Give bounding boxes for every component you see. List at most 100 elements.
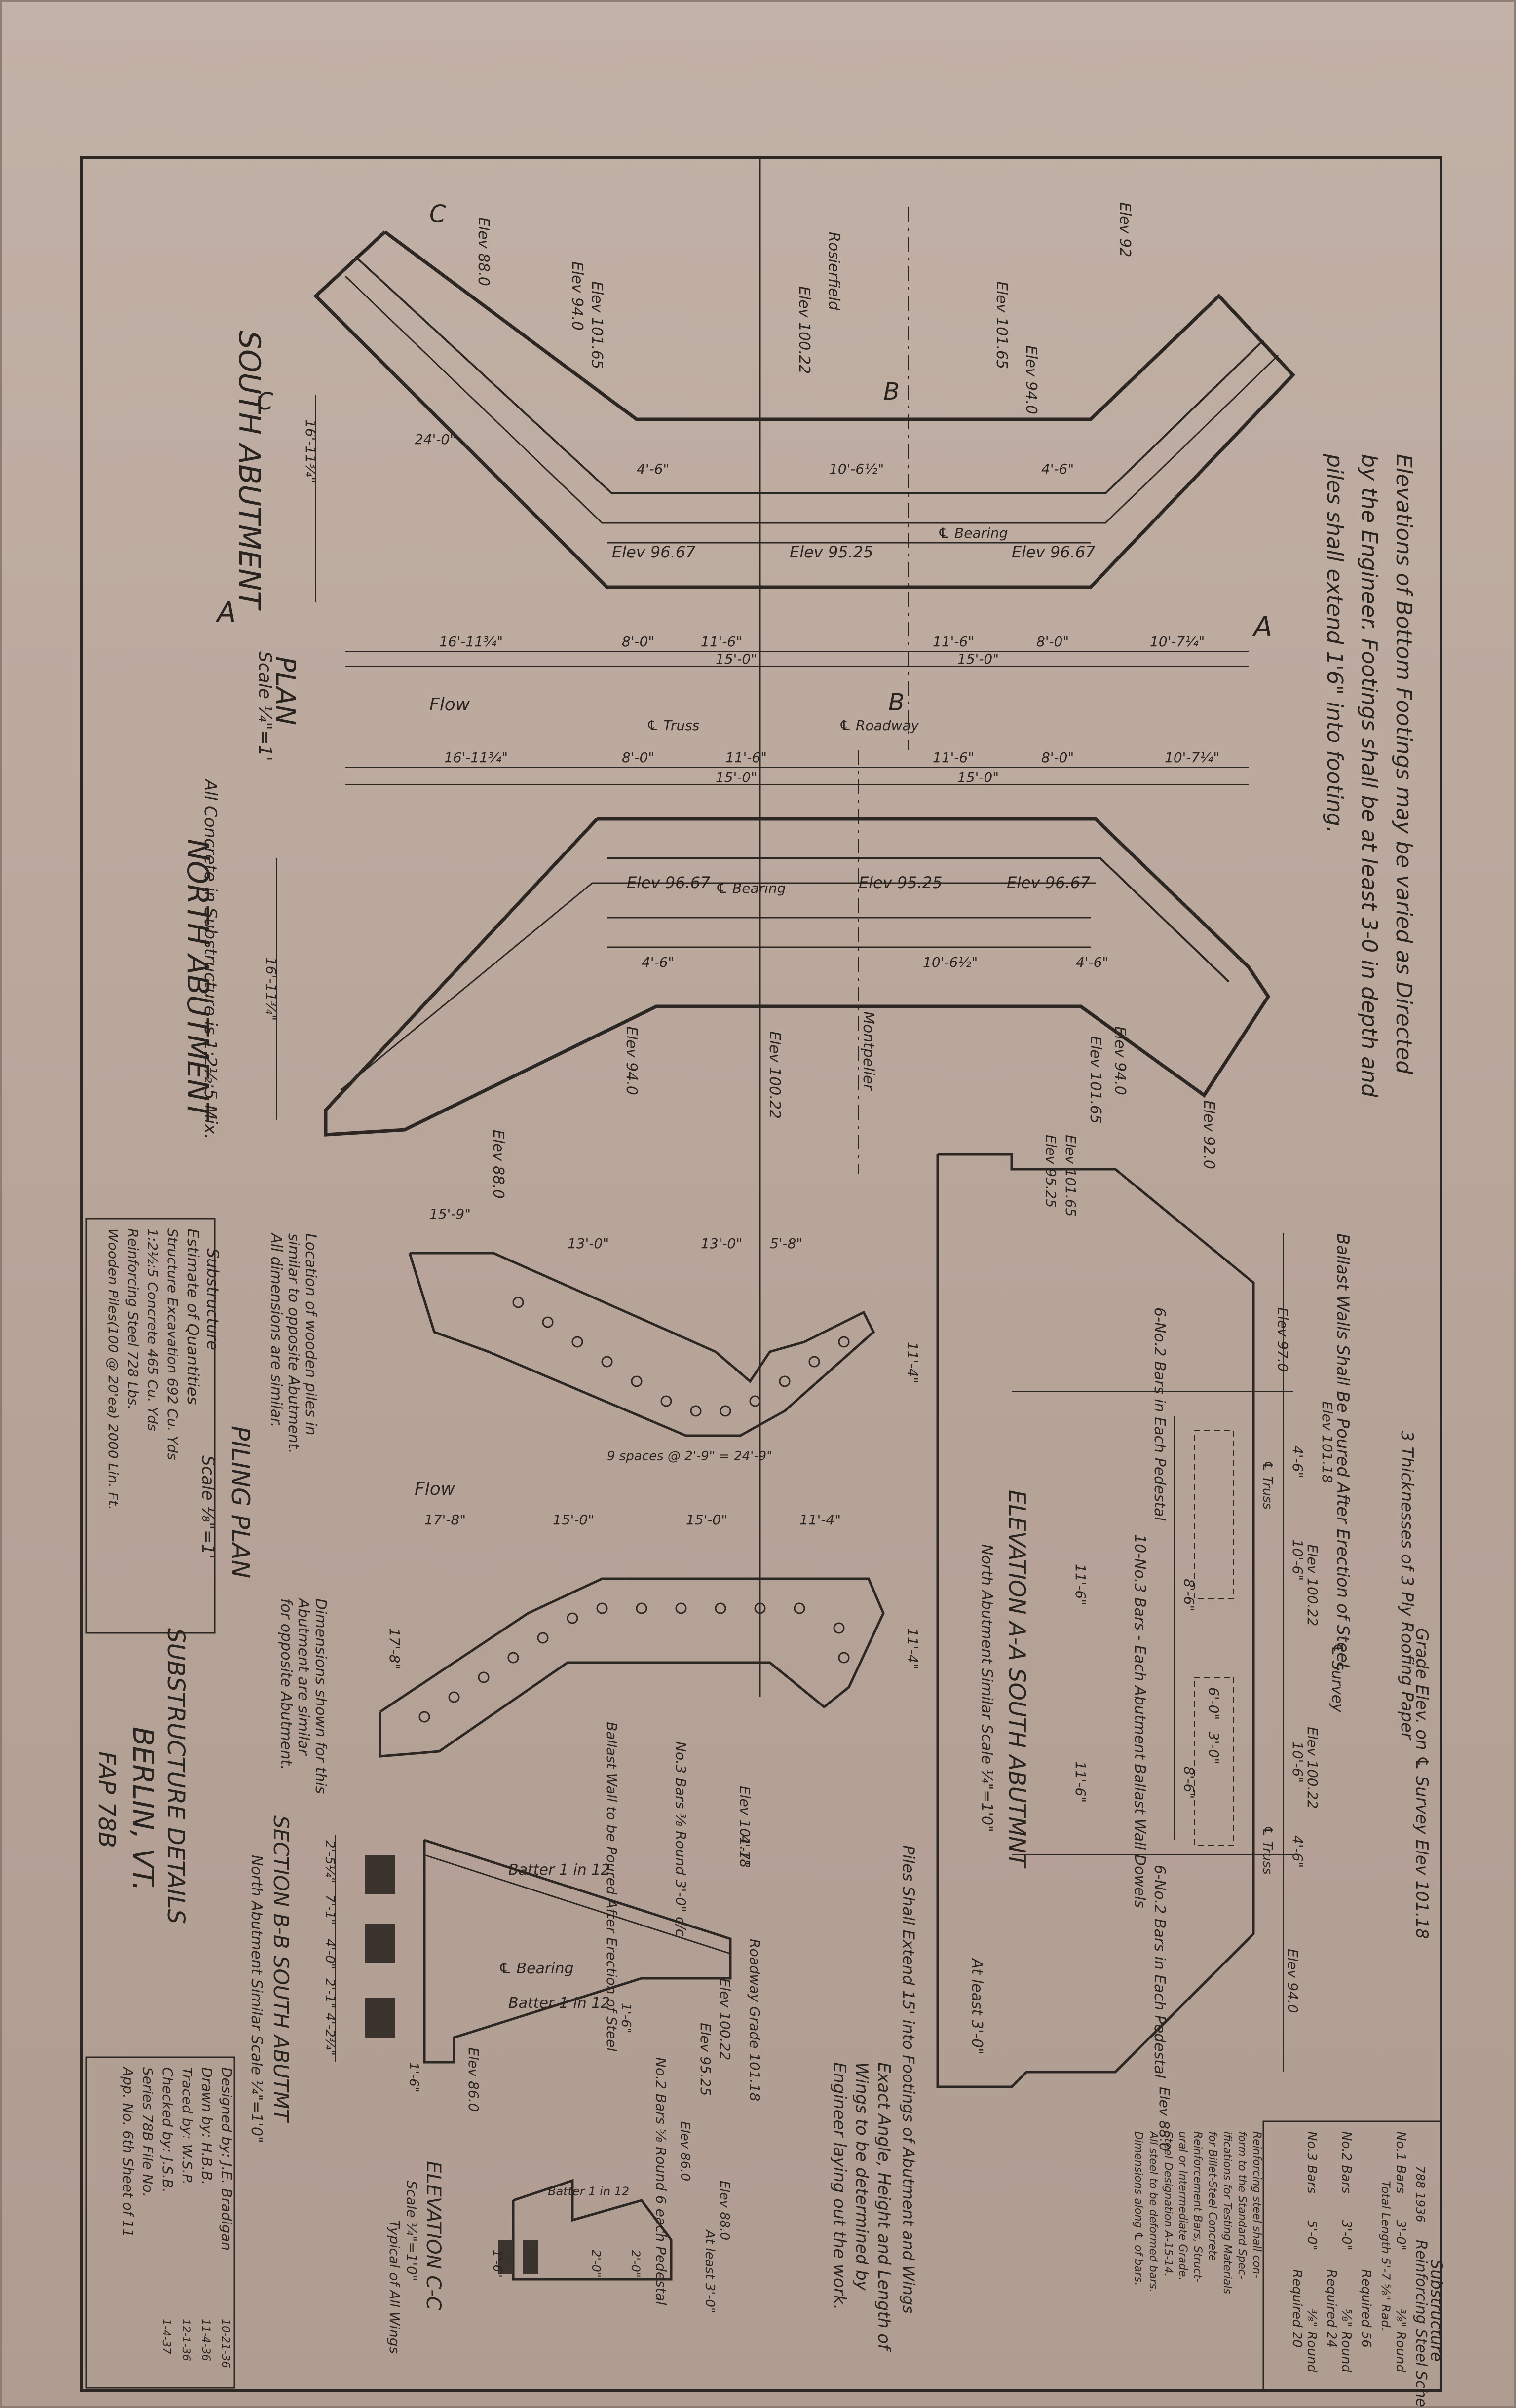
south-dim-4: 8'-0" [1036,633,1069,650]
south-abutment-title: SOUTH ABUTMENT [232,331,266,611]
piling-dim-1: 15'-0" [553,1512,594,1528]
elevation-cc-note: Typical of All Wings [386,2220,403,2354]
piling-plan-lower-outline [379,1577,885,1758]
pile-marker [567,1612,578,1624]
footing-note-line1: Elevations of Bottom Footings may be var… [1391,454,1416,1074]
elevation-aa-subtitle: North Abutment Similar Scale ¼"=1'0" [978,1544,995,1832]
elevation-cc-pile [523,2240,538,2274]
steel-heading-1: Substructure [1427,2260,1446,2362]
elevation-aa-elev-4: Elev 94.0 [1285,1949,1301,2013]
north-elev-3: Elev 101.65 [1087,1036,1104,1124]
pile-marker [808,1356,820,1368]
section-b-top: B [883,378,900,406]
steel-row-2-size: ⅜" Round [1304,2309,1319,2372]
elevation-aa-dim-0: 4'-6" [1289,1445,1306,1478]
south-dim-6: 15'-0" [716,651,757,667]
south-elev-right: Elev 96.67 [1012,543,1096,561]
elevation-aa-bars-dowels: 10-No.3 Bars - Each Abutment Ballast Wal… [1131,1534,1148,1908]
estimate-row-2: Reinforcing Steel 728 Lbs. [125,1228,141,1409]
elevation-aa-dim-8: 11'-6" [1072,1564,1089,1605]
drawn-by: Drawn by: H.B.B. [199,2067,215,2185]
south-dim-11: 24'-0" [415,431,456,447]
elevation-aa-bars-pedestal: 6-No.2 Bars in Each Pedestal [1151,1307,1168,1521]
ballast-note: Ballast Walls Shall Be Poured After Erec… [1333,1233,1353,1672]
north-elev-left: Elev 96.67 [627,873,711,892]
north-dim-0: 16'-11¾" [444,749,508,766]
pile-marker [601,1356,613,1368]
wings-note-3: Engineer laying out the work. [830,2062,849,2310]
piling-flow-label: Flow [415,1479,455,1499]
piling-spaces-label: 9 spaces @ 2'-9" = 24'-9" [607,1449,772,1464]
section-b-bottom: B [888,689,905,716]
piling-note-4: Dimensions shown for this [312,1598,329,1794]
north-abutment-title: NORTH ABUTMENT [180,839,215,1121]
elevation-aa-elev-3: Elev 97.0 [1275,1307,1291,1372]
pile-marker [636,1602,647,1614]
pile-marker [833,1622,845,1634]
steel-spec-6: Steel Designation A-15-14. [1162,2131,1174,2277]
north-dim-2: 11'-6" [725,749,767,766]
drawing-title: SUBSTRUCTURE DETAILS [162,1628,190,1924]
piling-dim-5: 13'-0" [701,1235,742,1252]
pile-marker [660,1395,672,1407]
elevation-cc-batter: Batter 1 in 12 [548,2185,629,2198]
steel-spec-1: form to the Standard Spec- [1236,2131,1248,2279]
north-dim-11: 16'-11¾" [263,957,279,1021]
piling-dim-10: 11'-4" [905,1628,921,1669]
steel-row-0-size: ⅜" Round [1393,2309,1408,2372]
steel-row-0-mark: No.1 Bars [1393,2131,1408,2193]
north-elev-0: Elev 92.0 [1200,1100,1217,1169]
section-c-bottom: C [257,388,273,415]
piling-note-3: All dimensions are similar. [267,1232,285,1427]
pile-marker [596,1602,608,1614]
steel-spec-8: Dimensions along ℄ of bars. [1132,2131,1144,2286]
section-b-b: SECTION B-B SOUTH ABUTMT North Abutment … [248,1722,763,2305]
section-bb-batter-line [424,1854,731,1955]
section-bb-elev-0: Elev 101.18 [737,1786,753,1868]
south-abutment-plan: SOUTH ABUTMENT PLAN Scale ¼"=1' All Conc… [200,200,1295,1139]
north-dim-4: 8'-0" [1041,749,1074,766]
elevation-aa-dim-2: 8'-6" [1181,1579,1197,1611]
south-elev-left: Elev 96.67 [612,543,696,561]
elevation-aa-elev-0: Elev 101.18 [1319,1401,1335,1483]
north-dim-1: 8'-0" [622,749,654,766]
pile-marker [418,1711,430,1723]
steel-row-2-length: 5'-0" [1304,2220,1319,2251]
south-plan-scale: Scale ¼"=1' [255,651,275,761]
elevation-cc-at-least: At least 3'-0" [702,2229,717,2313]
title-date-1: 11-4-36 [199,2319,212,2361]
steel-row-1-size: ⅝" Round [1339,2309,1354,2372]
drawing-project: FAP 78B [93,1751,120,1848]
series-file: Series 78B File No. [140,2067,156,2197]
south-elev-3: Elev 100.22 [796,286,813,374]
piling-dim-3: 11'-4" [799,1512,841,1528]
section-bb-title: SECTION B-B SOUTH ABUTMT [269,1815,293,2123]
elevation-aa-at-least: At least 3'-0" [968,1958,985,2055]
section-bb-dim-0: 2'-5¼" [322,1840,337,1883]
elevation-cc-scale: Scale ¼"=1'0" [404,2181,420,2281]
elevation-aa-elev-1: Elev 100.22 [1304,1544,1321,1626]
north-elev-4: Elev 94.0 [623,1026,640,1095]
estimate-row-0: Structure Excavation 692 Cu. Yds [164,1228,181,1460]
section-bb-bars-2: No.2 Bars ⅝ Round 6 each Pedestal [653,2057,669,2305]
piling-note-6: for opposite Abutment. [277,1598,295,1770]
section-bb-ballast: Ballast Wall to be Poured After Erection… [604,1722,620,2051]
steel-row-2-mark: No.3 Bars [1304,2131,1319,2193]
pile-marker [794,1602,805,1614]
title-block: SUBSTRUCTURE DETAILS BERLIN, VT. FAP 78B… [85,1628,235,2389]
steel-row-2-required: Required 20 [1289,2269,1304,2348]
elevation-cc-outline [512,2179,673,2281]
south-plan-view-label: PLAN [270,656,301,725]
elevation-aa-title: ELEVATION A-A SOUTH ABUTMNT [1004,1490,1030,1869]
piling-dim-4: 13'-0" [568,1235,609,1252]
section-bb-dim-4: 4'-2¾" [322,2013,337,2056]
pile-marker [512,1297,524,1308]
signature-box [85,2056,235,2389]
piling-note-5: Abutment are similar [295,1597,312,1756]
steel-heading-2: Reinforcing Steel Schedule [1412,2240,1430,2408]
piling-dim-2: 15'-0" [686,1512,727,1528]
north-place-label: Montpelier [860,1011,877,1091]
elevation-aa-elev-2: Elev 100.22 [1304,1727,1321,1809]
pile-marker [675,1602,687,1614]
section-bb-pile [365,1924,395,1963]
